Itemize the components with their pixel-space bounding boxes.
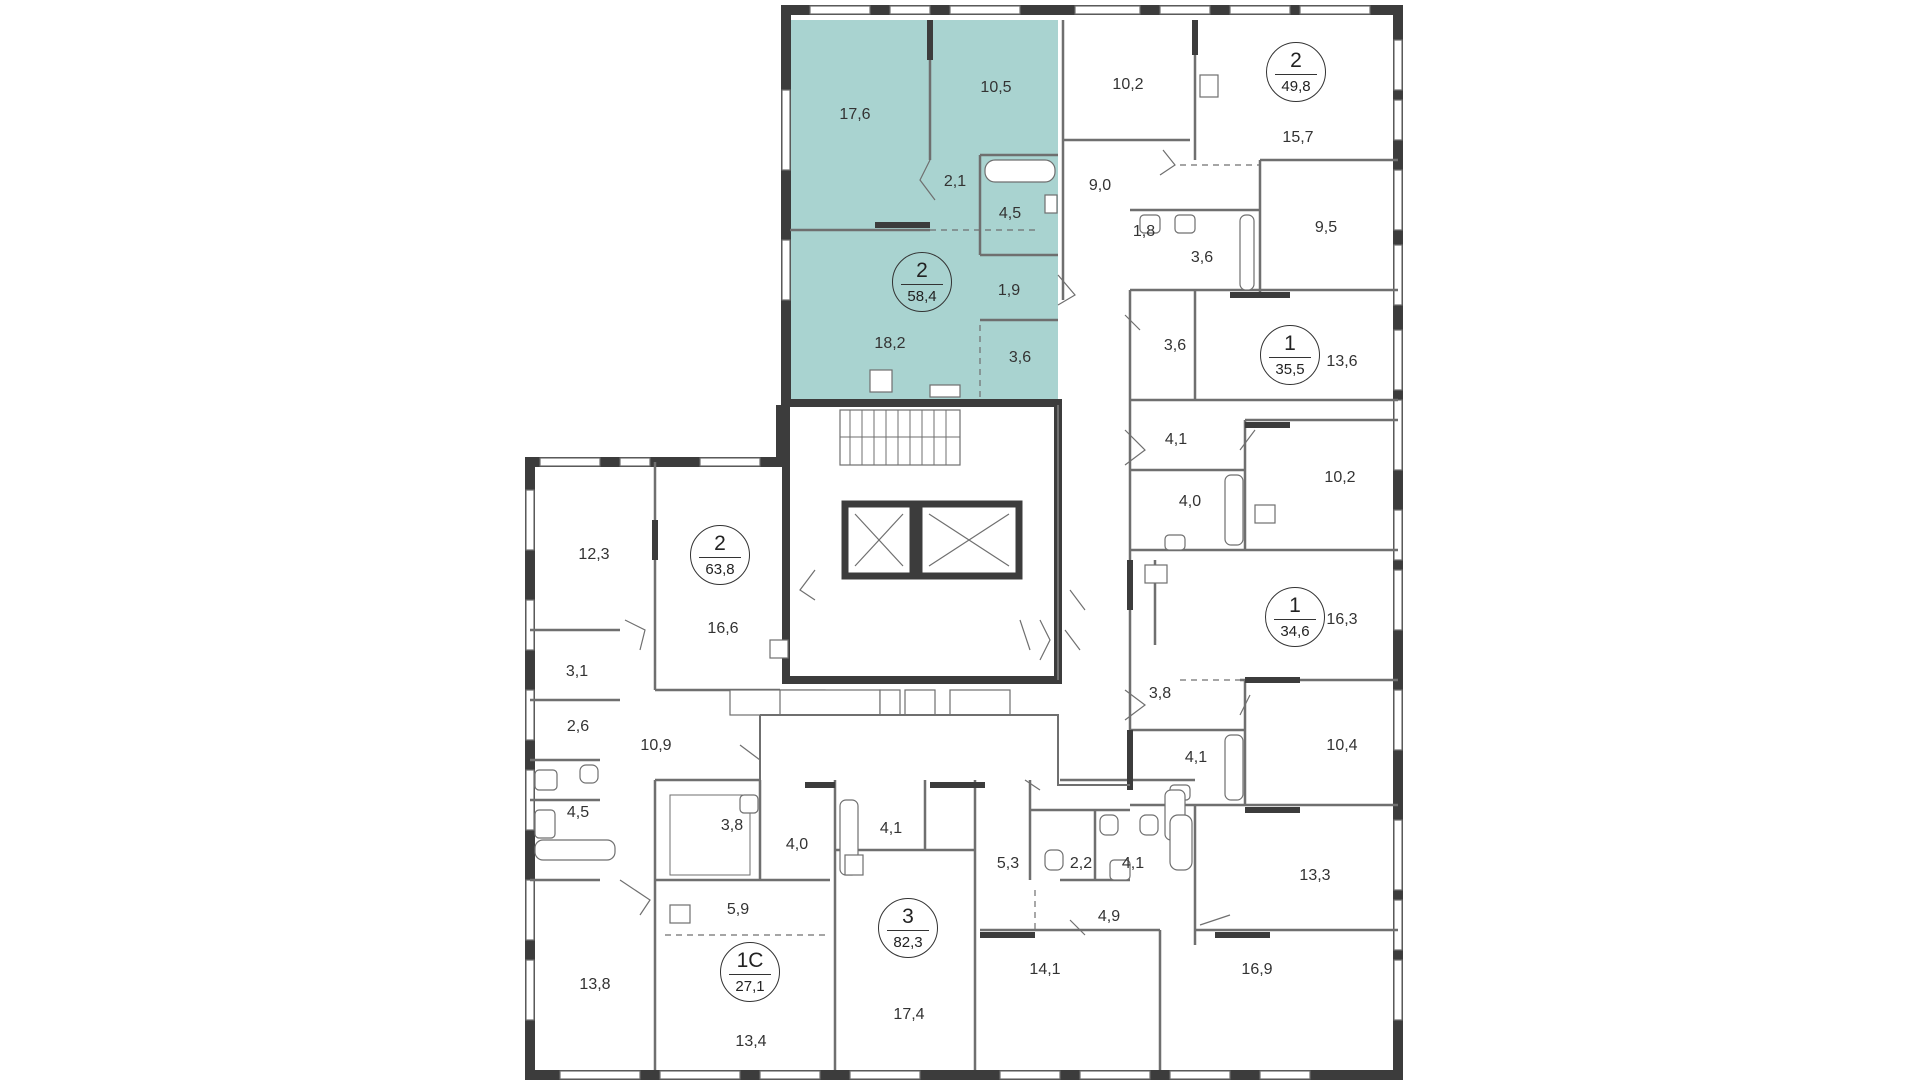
room-area-label[interactable]: 3,8 bbox=[1148, 685, 1172, 702]
room-area-label[interactable]: 16,6 bbox=[707, 620, 739, 637]
room-area-label[interactable]: 4,1 bbox=[1121, 855, 1145, 872]
room-area-label[interactable]: 13,6 bbox=[1326, 353, 1358, 370]
room-area-label[interactable]: 10,9 bbox=[640, 737, 672, 754]
room-area-label[interactable]: 16,3 bbox=[1326, 611, 1358, 628]
room-area-label[interactable]: 4,0 bbox=[1178, 493, 1202, 510]
windows bbox=[525, 5, 1403, 1080]
room-area-label[interactable]: 1,8 bbox=[1132, 223, 1156, 240]
room-area-label[interactable]: 10,4 bbox=[1326, 737, 1358, 754]
room-area-label[interactable]: 3,6 bbox=[1163, 337, 1187, 354]
room-area-label[interactable]: 2,2 bbox=[1069, 855, 1093, 872]
room-area-label[interactable]: 9,0 bbox=[1088, 177, 1112, 194]
stair-core bbox=[782, 399, 1062, 684]
room-area-label[interactable]: 5,9 bbox=[726, 901, 750, 918]
room-area-label[interactable]: 3,1 bbox=[565, 663, 589, 680]
highlighted-apartment-area[interactable] bbox=[786, 20, 1058, 400]
apartment-marker-2-49[interactable]: 2 49,8 bbox=[1266, 42, 1326, 102]
room-area-label[interactable]: 10,5 bbox=[980, 79, 1012, 96]
room-area-label[interactable]: 4,1 bbox=[1184, 749, 1208, 766]
apartment-marker-1s-27[interactable]: 1С 27,1 bbox=[720, 942, 780, 1002]
room-area-label[interactable]: 1,9 bbox=[997, 282, 1021, 299]
zone-dividers bbox=[654, 164, 1260, 936]
apartment-marker-1-35[interactable]: 1 35,5 bbox=[1260, 325, 1320, 385]
apartment-marker-3-82[interactable]: 3 82,3 bbox=[878, 898, 938, 958]
sanitary-fixtures bbox=[534, 74, 1276, 924]
room-area-label[interactable]: 3,6 bbox=[1008, 349, 1032, 366]
room-area-label[interactable]: 13,4 bbox=[735, 1033, 767, 1050]
room-area-label[interactable]: 17,4 bbox=[893, 1006, 925, 1023]
room-area-label[interactable]: 4,9 bbox=[1097, 908, 1121, 925]
room-area-label[interactable]: 3,6 bbox=[1190, 249, 1214, 266]
room-area-label[interactable]: 2,1 bbox=[943, 173, 967, 190]
room-area-label[interactable]: 14,1 bbox=[1029, 961, 1061, 978]
room-area-label[interactable]: 5,3 bbox=[996, 855, 1020, 872]
room-area-label[interactable]: 4,5 bbox=[566, 804, 590, 821]
room-area-label[interactable]: 2,6 bbox=[566, 718, 590, 735]
room-area-label[interactable]: 4,1 bbox=[1164, 431, 1188, 448]
room-area-label[interactable]: 3,8 bbox=[720, 817, 744, 834]
room-area-label[interactable]: 4,0 bbox=[785, 836, 809, 853]
interior-walls bbox=[530, 20, 1398, 1070]
doors bbox=[619, 149, 1256, 936]
room-area-label[interactable]: 13,8 bbox=[579, 976, 611, 993]
room-area-label[interactable]: 10,2 bbox=[1112, 76, 1144, 93]
apartment-marker-2-63[interactable]: 2 63,8 bbox=[690, 525, 750, 585]
room-area-label[interactable]: 9,5 bbox=[1314, 219, 1338, 236]
room-area-label[interactable]: 17,6 bbox=[839, 106, 871, 123]
room-area-label[interactable]: 4,1 bbox=[879, 820, 903, 837]
bearing-walls bbox=[652, 20, 1300, 938]
room-area-label[interactable]: 13,3 bbox=[1299, 867, 1331, 884]
corridor bbox=[759, 405, 1130, 786]
room-area-label[interactable]: 12,3 bbox=[578, 546, 610, 563]
room-area-label[interactable]: 16,9 bbox=[1241, 961, 1273, 978]
room-area-label[interactable]: 15,7 bbox=[1282, 129, 1314, 146]
apartment-marker-2-58[interactable]: 2 58,4 bbox=[892, 252, 952, 312]
room-area-label[interactable]: 18,2 bbox=[874, 335, 906, 352]
room-area-label[interactable]: 10,2 bbox=[1324, 469, 1356, 486]
apartment-marker-1-34[interactable]: 1 34,6 bbox=[1265, 587, 1325, 647]
room-area-label[interactable]: 4,5 bbox=[998, 205, 1022, 222]
